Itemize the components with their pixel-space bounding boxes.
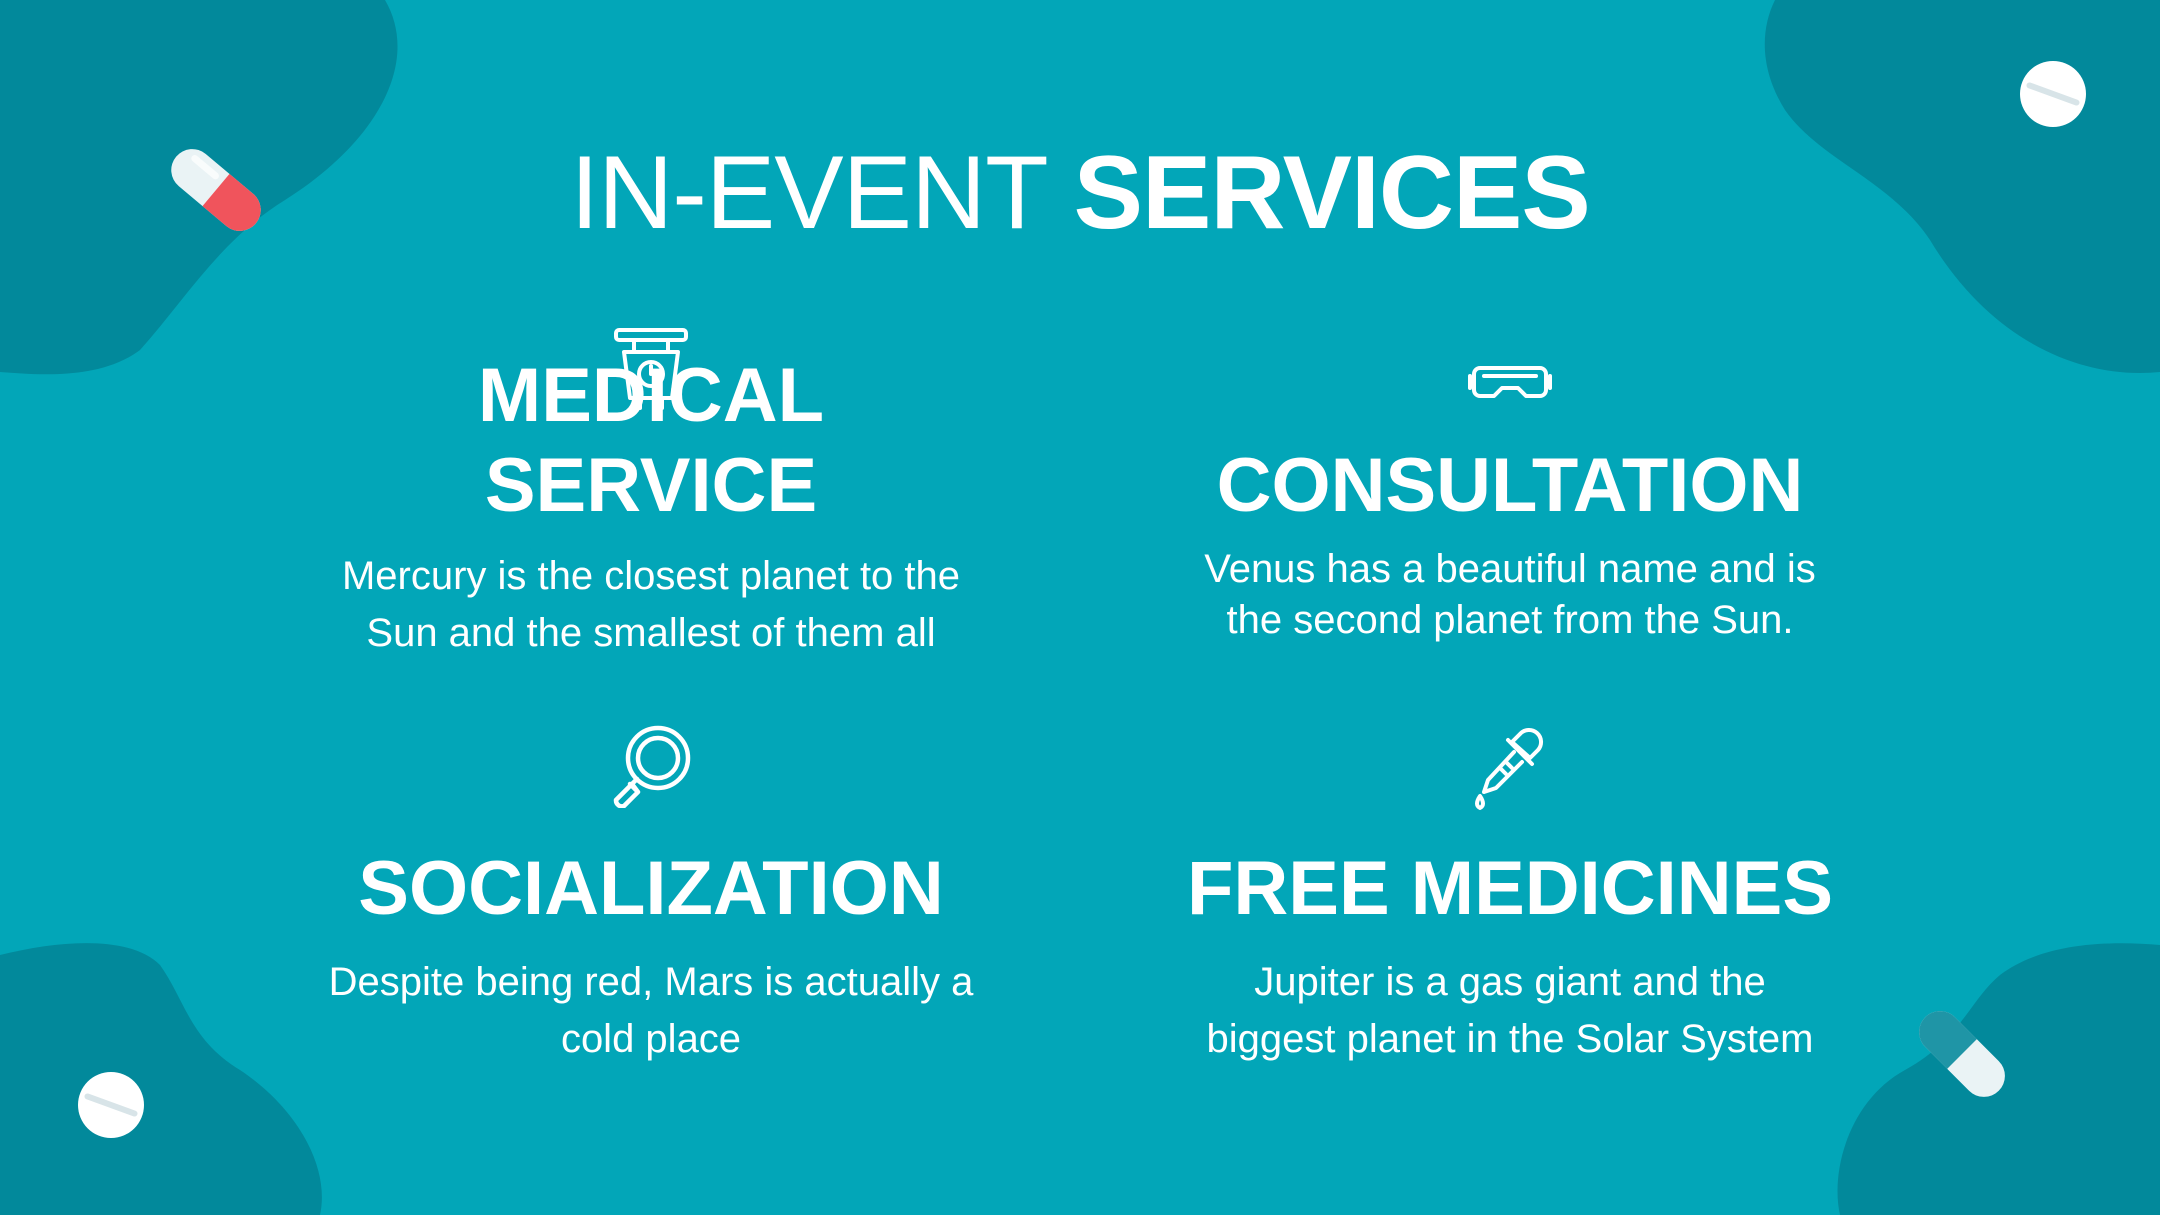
service-heading-medical: MEDICAL SERVICE [201, 351, 1101, 531]
heading-line: CONSULTATION [1216, 443, 1804, 528]
service-description-free-medicines: Jupiter is a gas giant and the biggest p… [1060, 954, 1960, 1068]
service-description-consultation: Venus has a beautiful name and is the se… [1060, 544, 1960, 646]
bottom-left-blob [0, 943, 322, 1215]
description-line: cold place [560, 1017, 742, 1061]
service-description-socialization: Despite being red, Mars is actually a co… [201, 954, 1101, 1068]
service-description-medical: Mercury is the closest planet to the Sun… [201, 548, 1101, 662]
service-heading-free-medicines: FREE MEDICINES [1060, 844, 1960, 934]
title-light: IN-EVENT [570, 135, 1074, 251]
service-heading-consultation: CONSULTATION [1060, 441, 1960, 531]
description-line: Mercury is the closest planet to the [341, 554, 961, 598]
goggles-icon [1468, 360, 1552, 406]
slide-title: IN-EVENT SERVICES [0, 128, 2160, 258]
teal-capsule-pill [1919, 1011, 2005, 1097]
red-capsule-pill [171, 149, 261, 231]
heading-line: MEDICAL [477, 353, 825, 438]
heading-line: FREE MEDICINES [1186, 846, 1834, 931]
white-tablet-top-right [2020, 61, 2086, 127]
heading-line: SERVICE [484, 443, 818, 528]
description-line: the second planet from the Sun. [1226, 598, 1794, 642]
description-line: biggest planet in the Solar System [1206, 1017, 1814, 1061]
microscope-icon [612, 326, 692, 410]
heading-line: SOCIALIZATION [358, 846, 944, 931]
description-line: Despite being red, Mars is actually a [328, 960, 974, 1004]
white-tablet-bottom-left [78, 1072, 144, 1138]
service-heading-socialization: SOCIALIZATION [201, 844, 1101, 934]
description-line: Sun and the smallest of them all [366, 611, 936, 655]
dropper-icon [1470, 722, 1550, 810]
title-bold: SERVICES [1073, 135, 1591, 251]
magnifier-icon [608, 722, 694, 809]
description-line: Jupiter is a gas giant and the [1254, 960, 1766, 1004]
description-line: Venus has a beautiful name and is [1204, 547, 1816, 591]
